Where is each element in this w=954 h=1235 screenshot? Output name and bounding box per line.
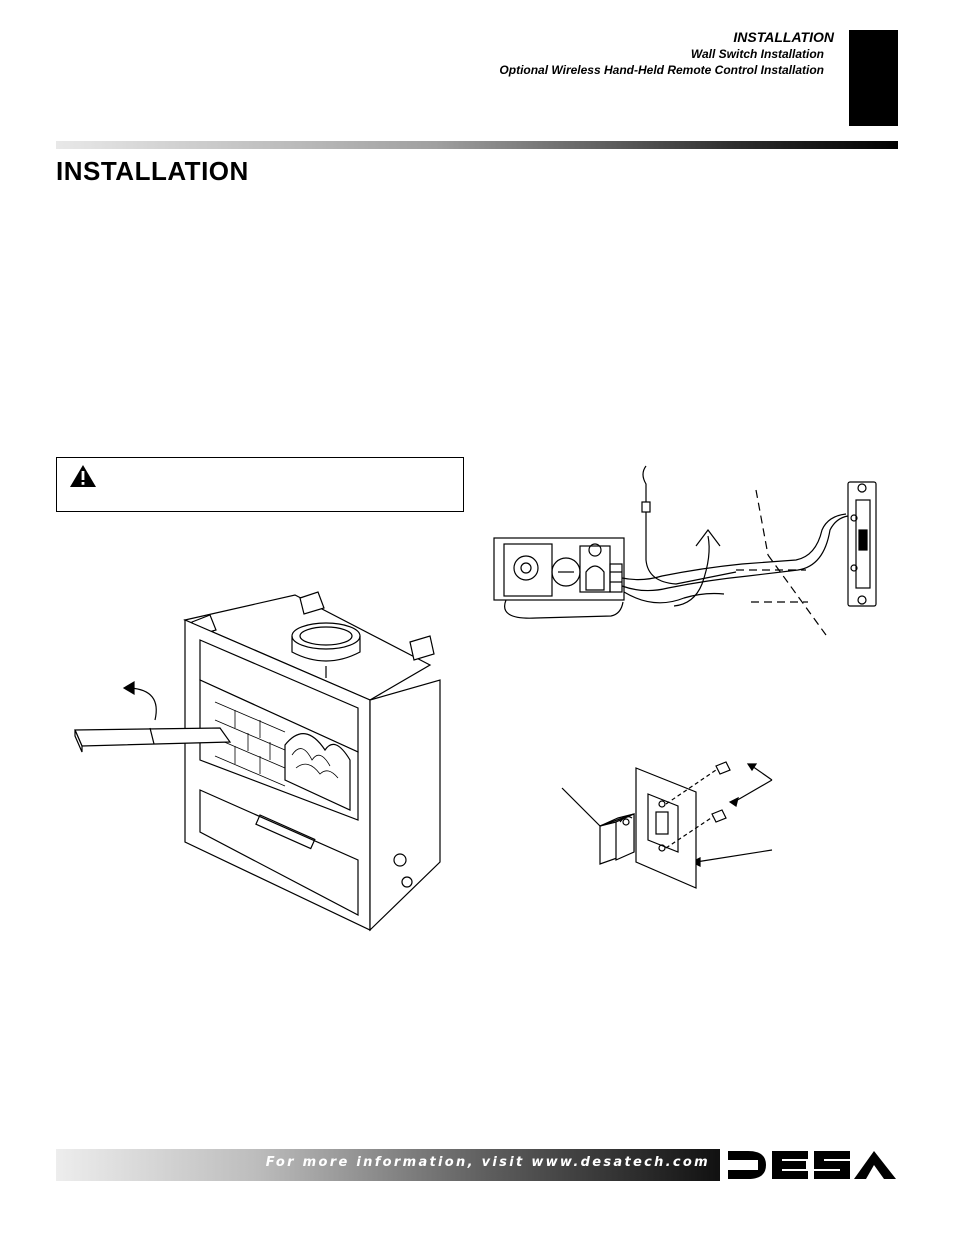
- warning-triangle-icon: [70, 465, 96, 487]
- section-tab: [849, 30, 898, 126]
- header-subtitle-wall-switch: Wall Switch Installation: [690, 47, 824, 61]
- wall-switch-wiring-illustration: [493, 465, 877, 636]
- header-subtitle-remote: Optional Wireless Hand-Held Remote Contr…: [499, 63, 824, 77]
- header-rule: [56, 141, 898, 149]
- fireplace-panel-removal-illustration: [74, 591, 441, 932]
- remote-receiver-bracket-illustration: [561, 761, 773, 889]
- warning-box: [56, 457, 464, 512]
- header-section-title: INSTALLATION: [733, 29, 834, 45]
- page-title: INSTALLATION: [56, 156, 249, 186]
- desa-logo: [728, 1151, 896, 1179]
- footer-bar: [56, 1149, 720, 1181]
- footer-website-text[interactable]: For more information, visit www.desatech…: [265, 1155, 710, 1170]
